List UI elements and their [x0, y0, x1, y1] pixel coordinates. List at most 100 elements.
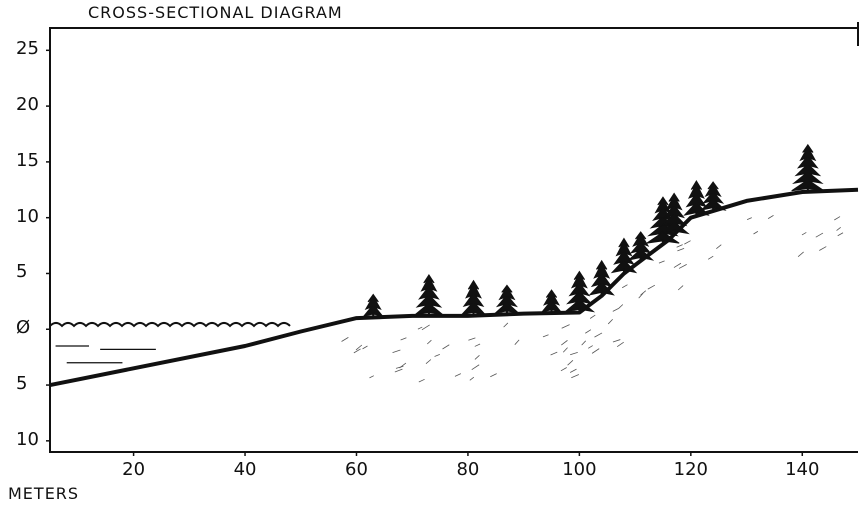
- soil-mark: [684, 240, 691, 245]
- tree-crown: [460, 279, 487, 316]
- y-tick-label: 25: [16, 38, 39, 60]
- soil-mark: [503, 322, 509, 328]
- axis-ticks: [46, 49, 804, 456]
- tree: [791, 143, 825, 192]
- x-tick-label: 60: [345, 459, 368, 480]
- y-tick-label: 5: [16, 373, 28, 395]
- soil-mark: [400, 337, 407, 341]
- y-tick-label: 10: [16, 428, 39, 450]
- soil-mark: [392, 349, 401, 353]
- soil-mark: [468, 337, 476, 341]
- soil-mark: [581, 340, 587, 346]
- soil-mark: [418, 378, 425, 383]
- soil-mark: [673, 262, 682, 268]
- soil-mark: [607, 318, 613, 325]
- soil-mark: [569, 368, 577, 373]
- soil-mark: [469, 376, 475, 381]
- tree: [540, 289, 563, 314]
- soil-mark: [616, 341, 624, 347]
- tree: [588, 259, 615, 296]
- soil-mark: [834, 216, 841, 221]
- y-tick-label: Ø: [16, 317, 31, 339]
- tree: [658, 192, 690, 235]
- soil-mark: [677, 248, 685, 252]
- tree-crown: [413, 273, 445, 316]
- ground-profile: [49, 187, 859, 388]
- soil-mark: [542, 334, 549, 338]
- soil-mark: [395, 365, 404, 369]
- soil-mark: [815, 232, 824, 238]
- tree: [610, 237, 638, 274]
- tree: [362, 293, 385, 318]
- x-tick-label: 120: [673, 459, 708, 480]
- soil-mark: [647, 284, 656, 290]
- soil-mark: [341, 337, 349, 342]
- soil-mark: [417, 326, 423, 330]
- soil-mark: [612, 339, 621, 343]
- soil-mark: [746, 217, 752, 221]
- soil-mark: [716, 244, 722, 249]
- x-tick-label: 40: [233, 459, 257, 480]
- soil-mark: [567, 360, 574, 366]
- soil-mark: [836, 227, 841, 231]
- soil-mark: [591, 348, 600, 354]
- soil-mark: [474, 354, 480, 360]
- soil-mark: [658, 260, 665, 264]
- soil-mark: [474, 343, 481, 347]
- soil-mark: [355, 344, 363, 351]
- soil-mark: [426, 339, 432, 345]
- soil-mark: [561, 324, 570, 329]
- soil-mark: [585, 329, 592, 334]
- soil-mark: [640, 290, 647, 296]
- soil-mark: [753, 231, 759, 235]
- soil-mark: [550, 351, 558, 356]
- soil-mark: [394, 368, 403, 373]
- soil-mark: [797, 251, 804, 258]
- soil-mark: [369, 375, 374, 379]
- soil-mark: [837, 232, 844, 237]
- x-tick-label: 20: [122, 459, 146, 480]
- tree: [493, 284, 521, 315]
- soil-mark: [570, 352, 578, 356]
- x-tick-label: 140: [785, 459, 820, 480]
- plot-frame: [49, 22, 859, 453]
- soil-mark: [707, 255, 714, 260]
- soil-mark: [490, 373, 497, 378]
- soil-mark: [677, 285, 684, 291]
- soil-mark: [421, 324, 430, 331]
- soil-mark: [588, 345, 593, 349]
- soil-mark: [353, 348, 361, 354]
- soil-mark: [425, 359, 432, 365]
- x-units-label: METERS: [8, 484, 80, 503]
- tree-group: [362, 143, 825, 318]
- soil-mark: [562, 347, 568, 353]
- soil-mark: [454, 373, 462, 377]
- soil-mark: [571, 374, 580, 379]
- tree: [460, 279, 487, 316]
- x-tick-label: 80: [456, 459, 480, 480]
- y-tick-label: 20: [16, 94, 39, 116]
- soil-mark: [561, 340, 568, 346]
- soil-mark: [442, 344, 450, 350]
- soil-mark: [678, 264, 687, 269]
- tree-crown: [683, 180, 710, 216]
- water-body: [49, 321, 291, 364]
- soil-mark: [801, 232, 807, 236]
- tree-crown: [791, 143, 825, 192]
- frame-border: [49, 27, 858, 453]
- soil-mark: [594, 332, 603, 338]
- tree: [683, 180, 710, 217]
- tree: [699, 181, 727, 211]
- y-tick-label: 15: [16, 149, 39, 171]
- tree: [563, 270, 596, 313]
- x-tick-label: 100: [562, 459, 597, 480]
- soil-mark: [819, 246, 827, 251]
- soil-mark: [767, 215, 774, 219]
- water-surface: [49, 321, 291, 328]
- y-tick-label: 10: [16, 205, 39, 227]
- soil-mark: [399, 362, 407, 369]
- tree: [413, 273, 445, 316]
- soil-mark: [617, 304, 624, 310]
